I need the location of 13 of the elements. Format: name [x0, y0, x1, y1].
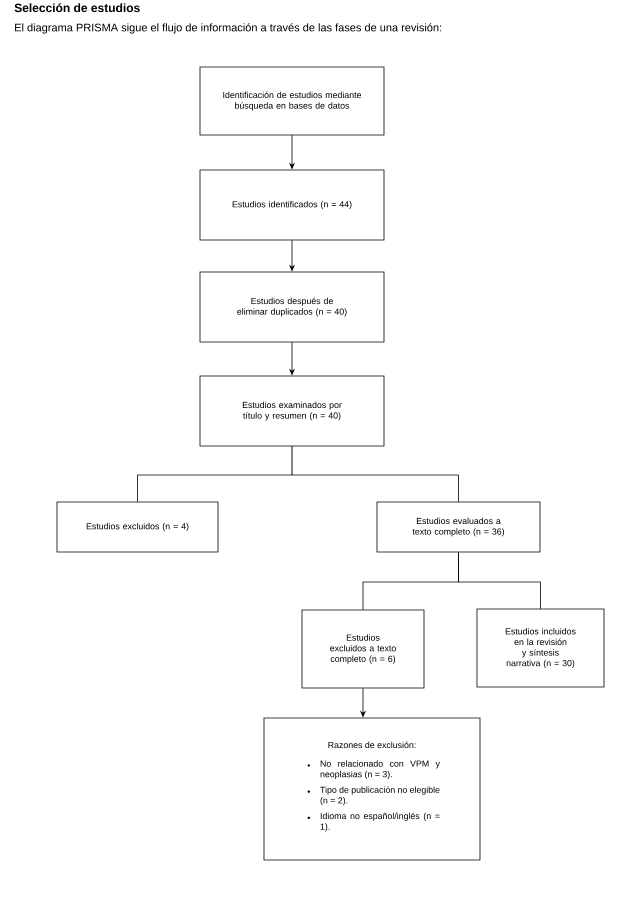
process-box: Estudios evaluados a texto completo (n = 36)	[376, 502, 540, 552]
process-box: Estudios después de eliminar duplicados (n = 40)	[200, 272, 384, 342]
process-box: Estudios incluidos en la revisión y síntesis narrativa (n = 30)	[476, 608, 604, 688]
process-box: Identificación de estudios mediante búsqueda en bases de datos	[200, 66, 384, 136]
process-box: Estudios identificados (n = 44)	[200, 170, 384, 240]
process-box: Estudios excluidos a texto completo (n = 6)	[302, 610, 424, 688]
connector	[458, 552, 541, 609]
process-box: Estudios excluidos (n = 4)	[56, 502, 218, 552]
connector	[292, 446, 459, 502]
intro-text: El diagrama PRISMA sigue el flujo de información a través de las fases de una revisión:	[15, 23, 442, 34]
process-box: Razones de exclusión: No relacionado con VPM y neoplasias (n = 3). Tipo de publicación no elegible (n = 2). Idioma no español/inglés (n = 1).	[264, 718, 480, 860]
heading: Selección de estudios	[14, 3, 140, 12]
process-box: Estudios examinados por título y resumen (n = 40)	[200, 376, 384, 446]
